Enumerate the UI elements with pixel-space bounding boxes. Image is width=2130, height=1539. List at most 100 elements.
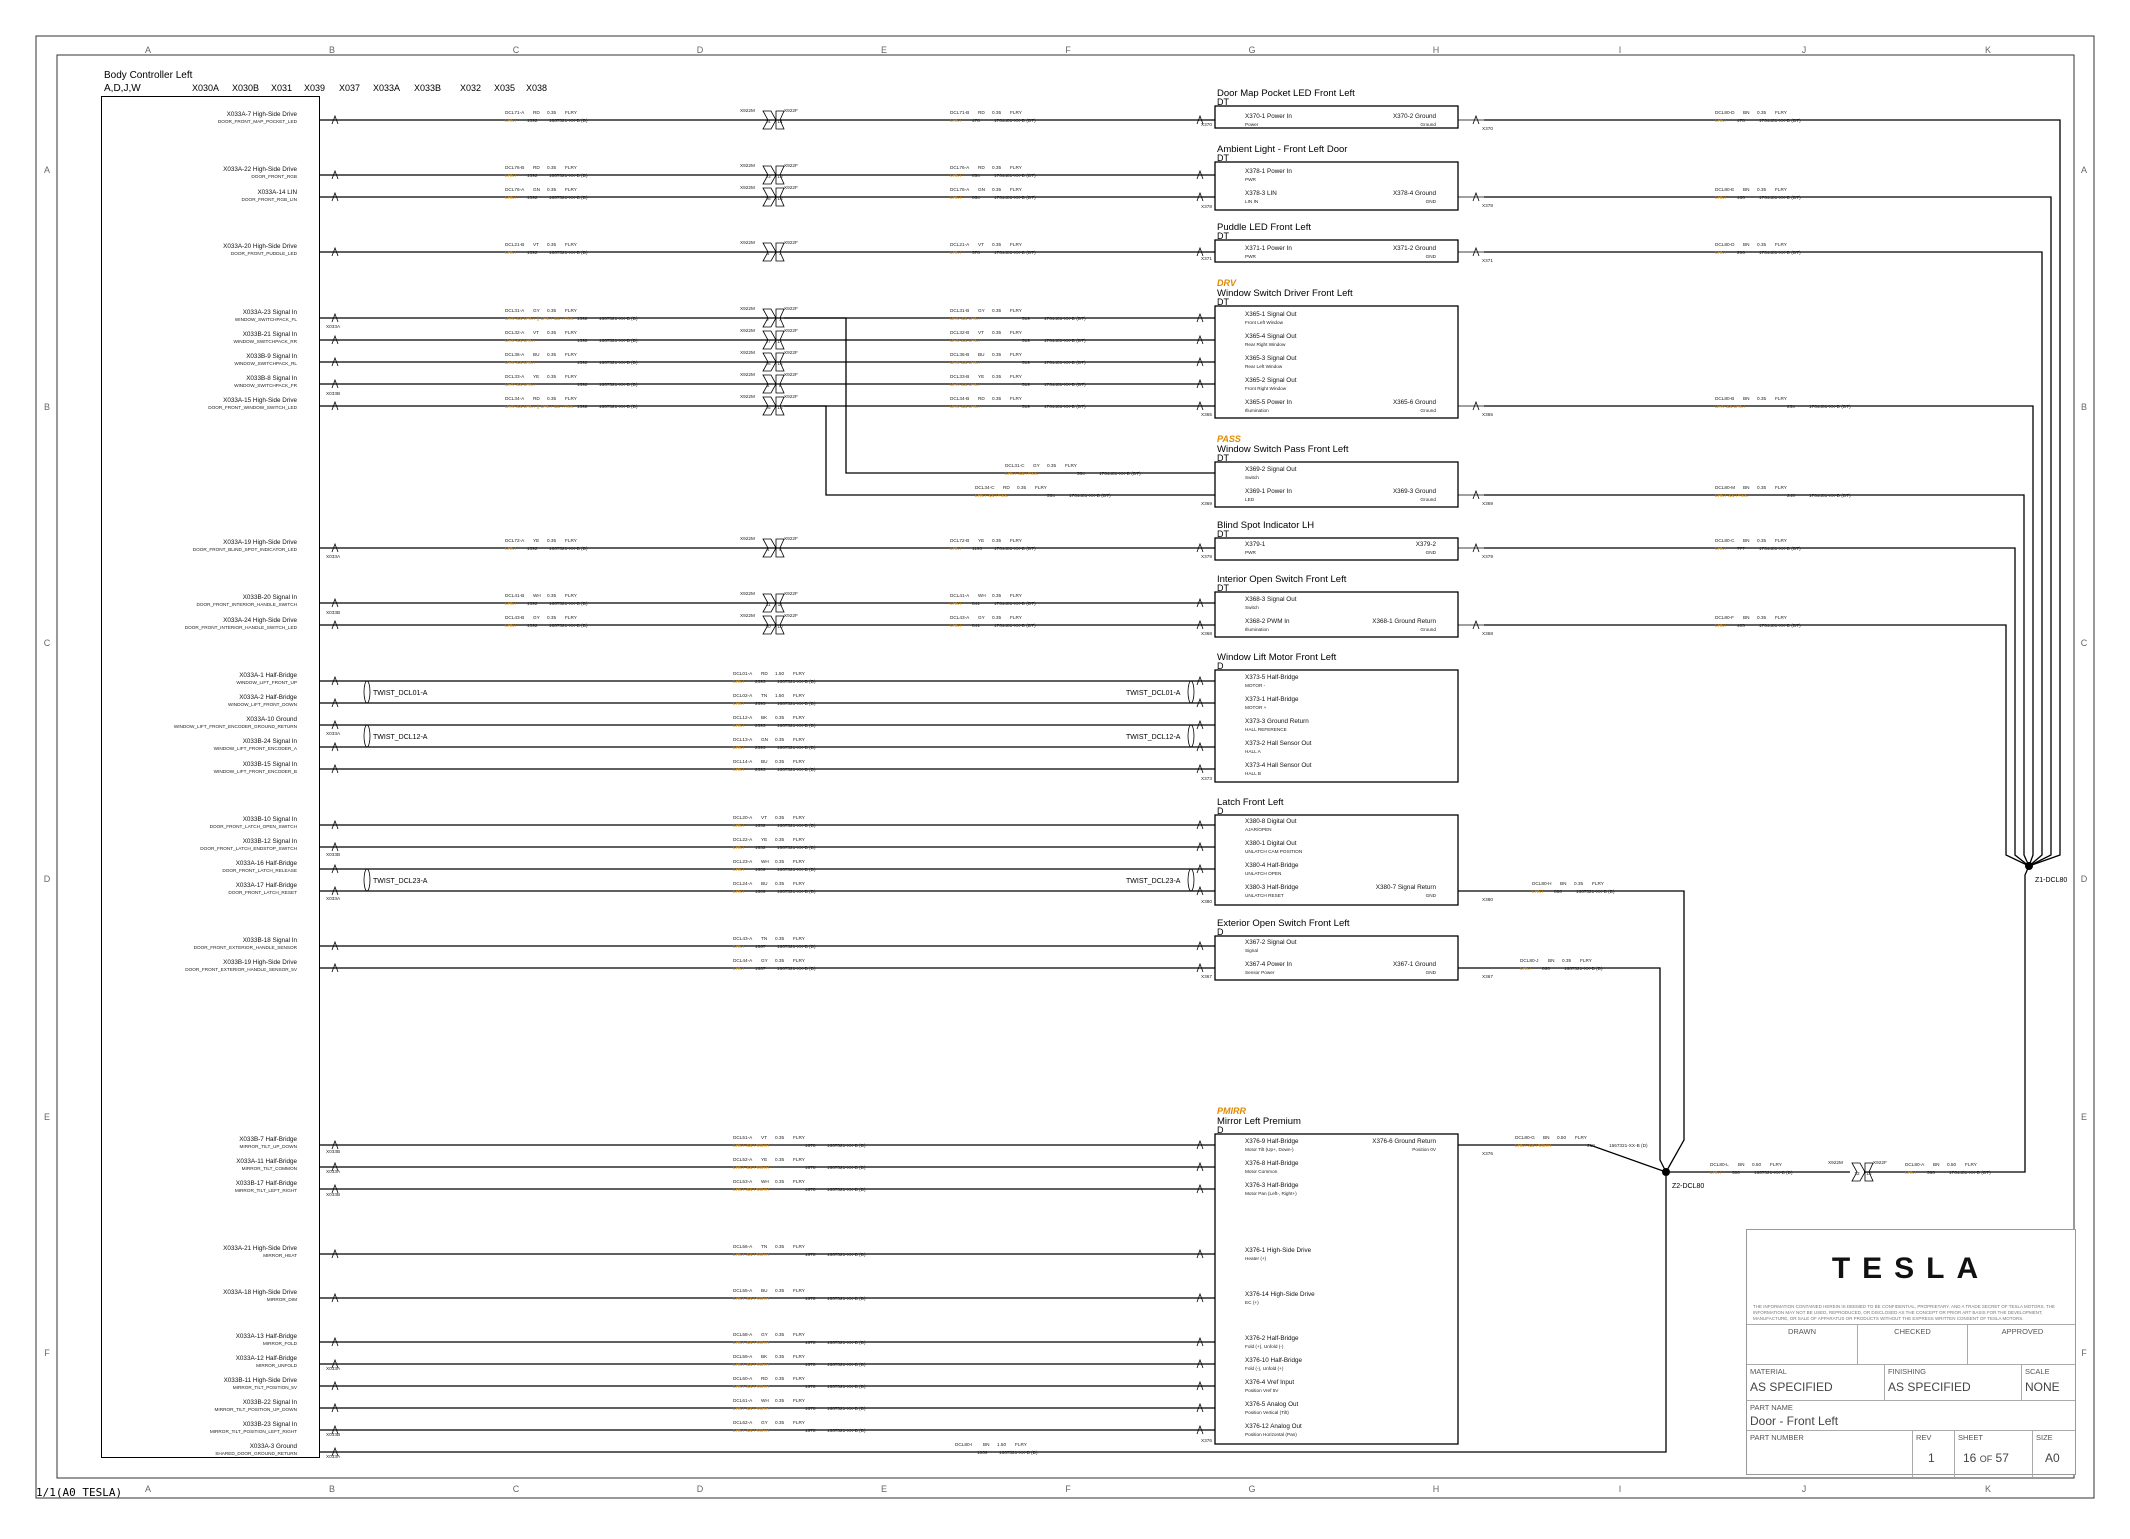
wire-break [331,819,339,830]
wire-direct-id: DCL02-A [733,693,753,698]
wire-left-type: FLRY [565,187,578,192]
wire-direct-type: FLRY [793,1376,806,1381]
wire-direct-partno: 1667321-XX-B (D) [827,1252,866,1257]
wire-right-length: 378 [972,250,980,255]
wire-direct-option: LHST && PMIRR [733,1428,769,1433]
wire-direct-id: DCL24-A [733,881,753,886]
rev-label: REV [1916,1433,1932,1442]
wire-pass-color: RD [1003,485,1010,490]
wire-direct-id: DCL01-A [733,671,753,676]
component-box [1214,669,1459,783]
twist-label-left: TWIST_DCL12-A [373,734,428,741]
wire-right-gauge: 0.35 [992,352,1002,357]
component-gconn: X367 [1482,974,1493,979]
wire-direct-gauge: 0.35 [775,837,785,842]
wire-break [1196,763,1204,774]
wire-break [331,1248,339,1259]
ground-wire [1484,119,2061,867]
component-rpin: X379-2 [1416,541,1437,548]
component-tag: PMIRR [1217,1106,1247,1116]
wire-left-type: FLRY [565,615,578,620]
pin-signal: MIRROR_FOLD [263,1341,298,1346]
component-pin: X373-5 Half-Bridge [1245,674,1299,681]
pin-signal: DOOR_FRONT_EXTERIOR_HANDLE_SENSOR [194,945,298,950]
wire-left-gauge: 0.35 [547,308,557,313]
wire-left-length: 1392 [577,316,588,321]
sheet-total: 57 [1995,1451,2009,1465]
component-pin-desc: PWR [1245,177,1257,182]
wire-left-id: DCL21-B [505,242,524,247]
wire-direct-option: LHST [733,867,745,872]
inline-pin-f: 17 [777,339,783,344]
component-rpin: X367-1 Ground [1393,961,1437,968]
inline-connector-shape [775,615,785,635]
wire-right-length: 519 [1022,382,1030,387]
wire-direct-type: FLRY [793,737,806,742]
ground-wire [1484,405,2034,867]
component-option: DT [1217,153,1229,163]
component-rpin: X380-7 Signal Return [1376,884,1437,891]
splice-z2-label: Z2-DCL80 [1672,1183,1704,1190]
component-pin-desc: Front Right Window [1245,386,1287,391]
twist-label-right: TWIST_DCL01-A [1126,690,1181,697]
wire-left-partno: 1667321-XX-B (D) [549,173,588,178]
wire-left-length: 1392 [577,382,588,387]
wire-left-color: GN [533,187,540,192]
component-gconn: X379 [1482,554,1493,559]
wire-right-color: WH [978,593,986,598]
component-name: Blind Spot Indicator LH [1217,520,1314,531]
wire-left-id: DCL76-B [505,165,524,170]
wire-direct-id: DCL23-A [733,859,753,864]
ground-label-length: 1069 [977,1450,988,1455]
wire-direct-partno: 1667321-XX-B (D) [777,701,816,706]
wire-break [1196,191,1204,202]
pin-label: X033B-12 Signal In [243,838,298,845]
wire-break [1196,312,1204,323]
ground-label-gauge: 0.35 [1757,396,1767,401]
ground-wire [1484,196,2052,867]
wire-left-length: 1392 [527,195,538,200]
ground-wire [1484,251,2043,867]
wire-right-type: FLRY [1010,308,1023,313]
inline-connector-shape [775,165,785,185]
wire-break [1196,246,1204,257]
pin-label: X033B-9 Signal In [246,353,297,360]
inline-male-label: X922M [740,613,755,618]
component-pin-desc: LIN IN [1245,199,1258,204]
wire-direct-color: WH [761,1179,769,1184]
wire-right-id: DCL72-B [950,538,969,543]
wire-break [1196,741,1204,752]
component-box [1214,305,1459,419]
ground-label-color: BN [1543,1135,1550,1140]
wire-right-partno: 1764481-XX-D (DT) [994,118,1036,123]
component-rpin: X371-2 Ground [1393,245,1437,252]
wire-direct-partno: 1667321-XX-B (D) [777,767,816,772]
component-gconn: X371 [1482,258,1493,263]
controller-side-connector: X033A [326,324,341,329]
grid-col-top: H [1433,45,1440,55]
inline-connector-shape [775,187,785,207]
wire-break [331,542,339,553]
twist-label-left: TWIST_DCL01-A [373,690,428,697]
component-pin: X376-4 Vref Input [1245,1379,1294,1386]
inline-female-label: X922F [784,536,798,541]
wire-direct-length: 2393 [755,723,766,728]
wire-direct-length: 1678 [805,1362,816,1367]
wire-left-id: DCL72-A [505,538,525,543]
pin-signal: MIRROR_TILT_POSITION_UP_DOWN [215,1407,297,1412]
wire-right-type: FLRY [1010,242,1023,247]
component-pin-desc: Illumination [1245,408,1269,413]
wire-right-length: 519 [1022,404,1030,409]
wire-pass-partno: 1764481-XX-D (DT) [1069,493,1111,498]
wire-right-gauge: 0.35 [992,593,1002,598]
ground-label-gauge: 0.35 [1574,881,1584,886]
grid-col-top: C [513,45,520,55]
grid-col-bottom: K [1985,1484,1991,1494]
pin-signal: DOOR_FRONT_INTERIOR_HANDLE_SWITCH [196,602,297,607]
component-rpin-desc: GND [1426,893,1437,898]
ground-wire [1484,494,2030,867]
component-interior-switch: Interior Open Switch Front LeftDTX368-3 … [1201,574,1493,638]
wire-right-id: DCL76-A [950,165,970,170]
